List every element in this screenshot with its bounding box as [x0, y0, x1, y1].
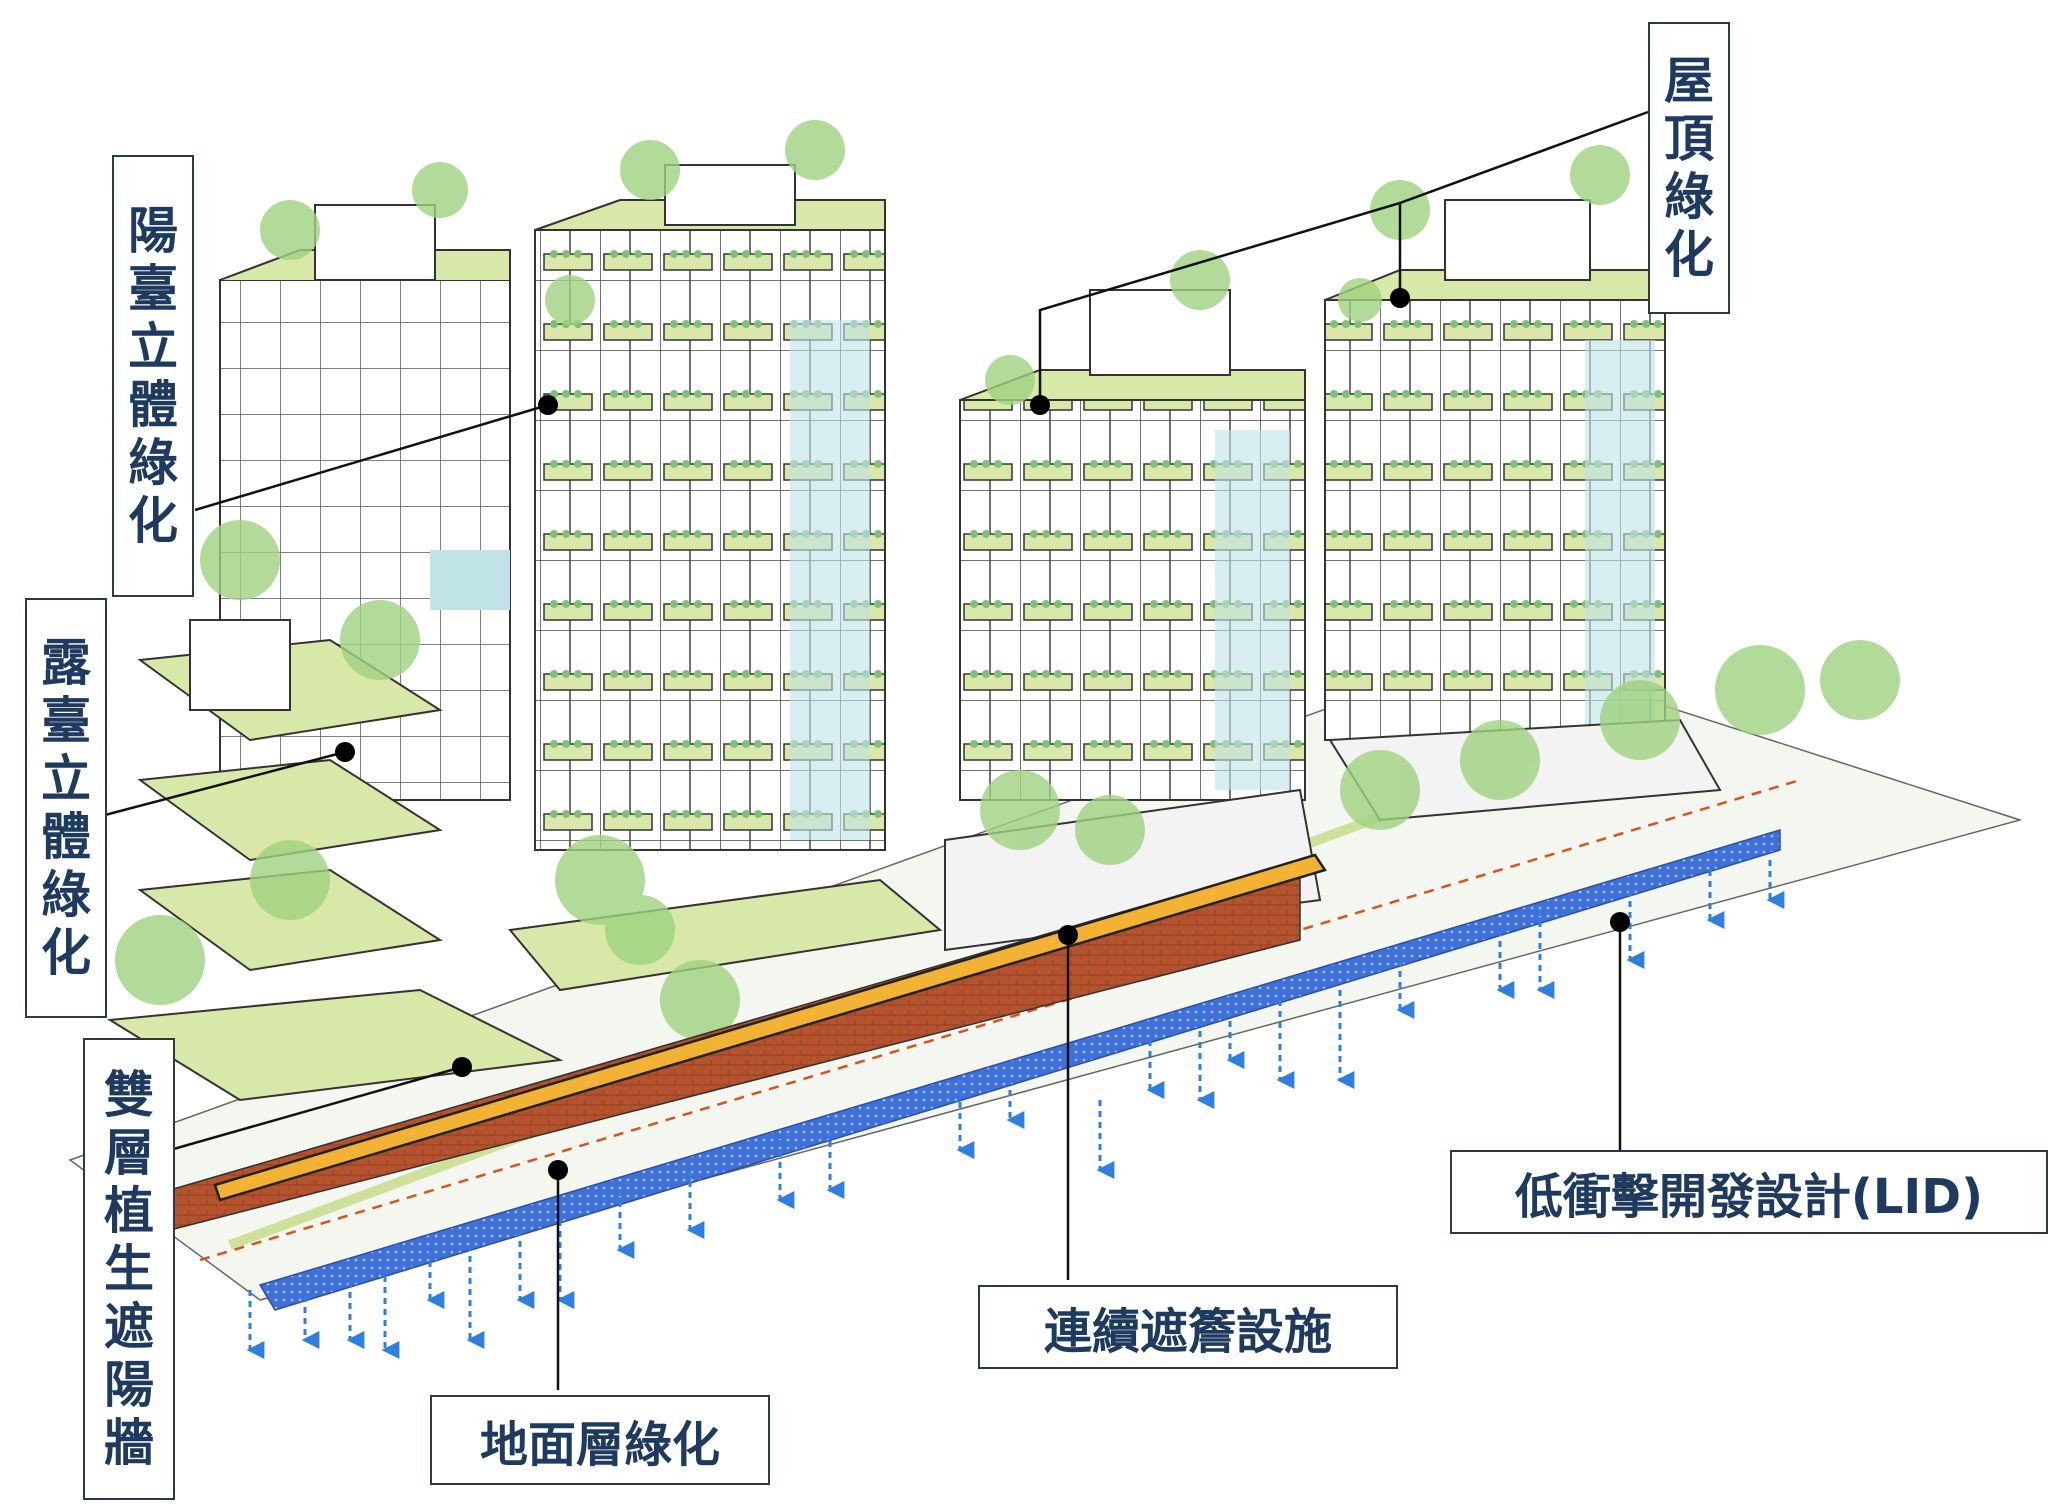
label-char: 綠: [1664, 168, 1714, 226]
label-char: 立: [128, 318, 178, 376]
trees: [115, 120, 1900, 1040]
label-char: 露: [41, 634, 91, 692]
rain-arrows: [246, 860, 1785, 1359]
label-terrace-greening-text: 露臺立體綠化: [41, 634, 91, 982]
label-ground-greening-text: 地面層綠化: [479, 1417, 720, 1473]
label-char: 臺: [41, 692, 91, 750]
label-char: 立: [41, 750, 91, 808]
label-continuous-canopy: 連續遮簷設施: [978, 1285, 1398, 1369]
label-balcony-greening: 陽臺立體綠化: [112, 155, 194, 597]
label-char: 綠: [128, 434, 178, 492]
continuous-canopy: [213, 853, 1327, 1202]
label-double-layer-wall: 雙層植生遮陽牆: [83, 1038, 175, 1500]
label-char: 化: [1664, 226, 1714, 284]
label-char: 綠: [41, 866, 91, 924]
label-char: 生: [104, 1240, 154, 1298]
label-char: 遮: [104, 1298, 154, 1356]
label-char: 頂: [1664, 110, 1714, 168]
label-balcony-greening-text: 陽臺立體綠化: [128, 202, 178, 550]
label-char: 屋: [1664, 52, 1714, 110]
label-char: 化: [41, 924, 91, 982]
label-char: 陽: [128, 202, 178, 260]
label-roof-greening-text: 屋頂綠化: [1664, 52, 1714, 284]
label-continuous-canopy-text: 連續遮簷設施: [1043, 1304, 1332, 1360]
label-char: 陽: [104, 1356, 154, 1414]
label-char: 體: [128, 376, 178, 434]
label-char: 牆: [104, 1414, 154, 1472]
label-char: 化: [128, 492, 178, 550]
leader-dots: [335, 288, 1630, 1180]
label-roof-greening: 屋頂綠化: [1648, 22, 1730, 314]
label-char: 雙: [104, 1066, 154, 1124]
label-lid: 低衝擊開發設計(LID): [1450, 1150, 2048, 1234]
lid-water-channel: [258, 828, 1781, 1311]
label-ground-greening: 地面層綠化: [430, 1395, 770, 1485]
building-tower-2: [508, 164, 943, 992]
label-terrace-greening: 露臺立體綠化: [25, 598, 107, 1018]
label-char: 體: [41, 808, 91, 866]
label-char: 層: [104, 1124, 154, 1182]
label-char: 植: [104, 1182, 154, 1240]
leader-lines: [104, 110, 1649, 1390]
label-char: 臺: [128, 260, 178, 318]
label-double-layer-wall-text: 雙層植生遮陽牆: [104, 1066, 154, 1472]
label-lid-text: 低衝擊開發設計(LID): [1514, 1169, 1984, 1225]
